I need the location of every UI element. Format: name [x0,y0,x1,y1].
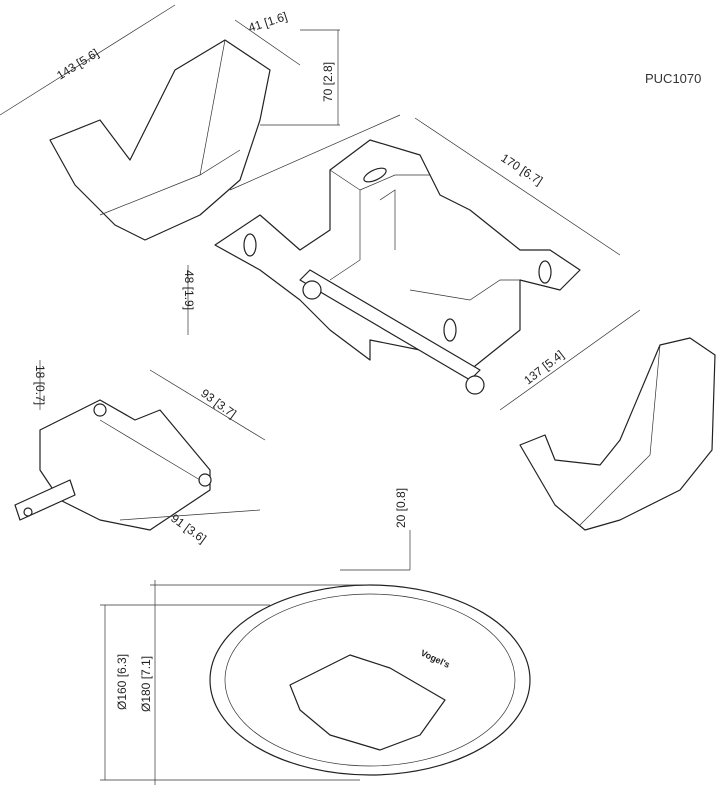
ceiling-plate [209,584,531,776]
cover-half-top-left [49,39,271,241]
dim-cover-width: 143 [5.6] [54,46,101,83]
dim-plate-length: 170 [6.7] [498,151,545,188]
dim-outer-diameter: Ø180 [7.1] [139,656,153,712]
cover-dimension-lines [0,4,340,126]
ceiling-dimension-lines [100,530,411,785]
bracket [14,399,212,531]
dim-cover-depth: 41 [1.6] [247,9,289,35]
bracket-dimension-lines [39,360,266,521]
cover-half-right [519,337,716,531]
dim-bracket-width: 91 [3.6] [168,511,209,546]
dim-cover-height: 70 [2.8] [321,62,335,102]
dim-ceiling-plate-height: 20 [0.8] [394,488,408,528]
dim-inner-diameter: Ø160 [6.3] [115,654,129,710]
plate-dimension-lines [187,114,641,411]
dim-plate-height: 48 [1.9] [182,270,196,310]
dim-bracket-length: 93 [3.7] [198,386,239,421]
mounting-plate [214,139,581,395]
dim-bracket-height: 18 [0.7] [33,365,47,405]
product-code: PUC1070 [645,71,701,86]
